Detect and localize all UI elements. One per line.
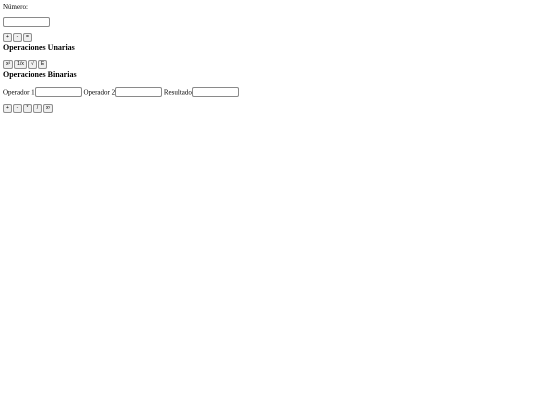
numero-input[interactable]: [3, 17, 50, 27]
power-button[interactable]: xʸ: [43, 104, 54, 113]
add-button[interactable]: +: [3, 104, 12, 113]
sqrt-button[interactable]: √: [27, 60, 37, 69]
resultado-input[interactable]: [191, 87, 239, 98]
binarias-heading: Operaciones Binarias: [3, 70, 77, 79]
binarias-button-row: +-*/xʸ: [3, 104, 540, 114]
operador2-input[interactable]: [115, 87, 163, 98]
numero-input-row: [3, 17, 540, 28]
equals-button[interactable]: =: [23, 33, 32, 42]
increment-button[interactable]: +: [3, 33, 12, 42]
divide-button[interactable]: /: [33, 104, 42, 113]
numero-label: Número:: [3, 3, 28, 11]
resultado-label: Resultado: [163, 88, 192, 97]
unarias-heading: Operaciones Unarias: [3, 43, 75, 52]
exp-button[interactable]: E: [37, 60, 48, 69]
operands-row: Operador 1 Operador 2 Resultado: [3, 87, 540, 98]
decrement-button[interactable]: -: [13, 33, 22, 42]
multiply-button[interactable]: *: [23, 104, 32, 113]
square-button[interactable]: x²: [3, 60, 14, 69]
operador1-input[interactable]: [34, 87, 82, 98]
numero-button-row: +-=: [3, 33, 540, 43]
operador2-label: Operador 2: [83, 88, 116, 97]
reciprocal-button[interactable]: 1/x: [14, 60, 27, 69]
operador1-label: Operador 1: [3, 88, 35, 97]
subtract-button[interactable]: -: [13, 104, 22, 113]
